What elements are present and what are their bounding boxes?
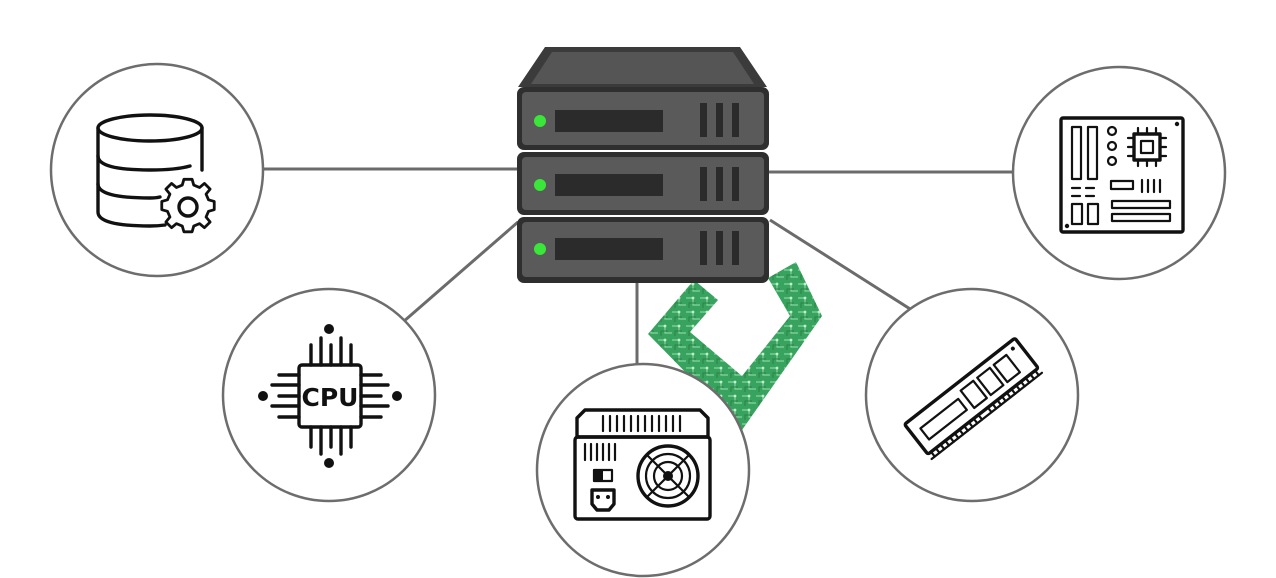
- motherboard-icon: [1059, 116, 1185, 234]
- status-led-icon: [534, 115, 546, 127]
- status-led-icon: [534, 243, 546, 255]
- node-power-supply: [535, 362, 751, 578]
- cpu-label: CPU: [302, 383, 359, 412]
- node-cpu: CPU: [221, 287, 437, 503]
- server-rack-icon: [517, 47, 769, 283]
- cpu-chip-icon: CPU: [258, 324, 402, 468]
- node-database: [49, 62, 265, 278]
- connector-ram: [769, 218, 919, 316]
- node-motherboard: [1011, 65, 1227, 281]
- connector-cpu: [402, 220, 519, 324]
- database-gear-icon: [96, 113, 216, 234]
- power-supply-icon: [573, 408, 712, 521]
- server-unit-1: [517, 87, 769, 150]
- server-unit-3: [517, 217, 769, 283]
- ram-module-icon: [903, 337, 1044, 461]
- node-ram: [864, 287, 1080, 503]
- status-led-icon: [534, 179, 546, 191]
- watermark-logo: [648, 262, 822, 430]
- server-unit-2: [517, 152, 769, 215]
- connectors: [262, 167, 1013, 368]
